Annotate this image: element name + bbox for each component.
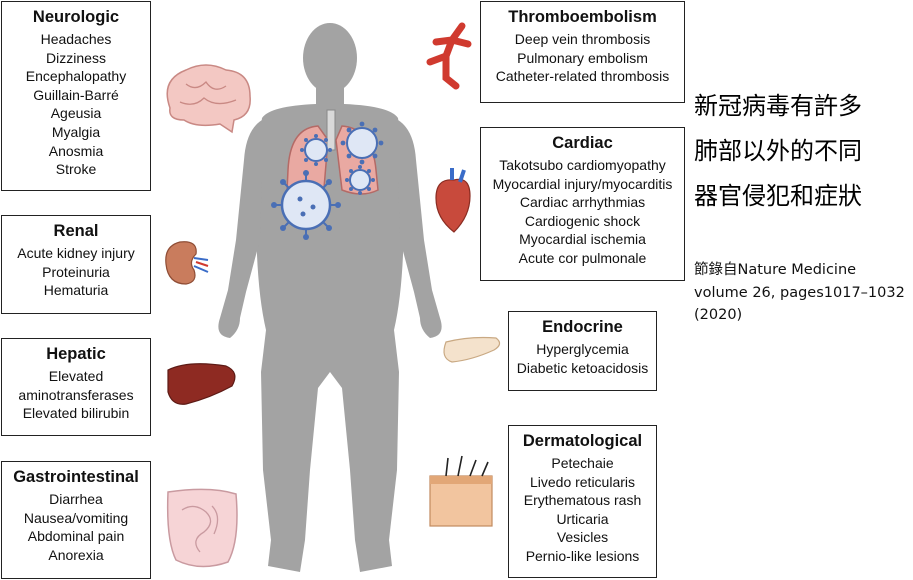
panel-title: Thromboembolism: [508, 8, 657, 26]
source-citation: 節錄自Nature Medicine volume 26, pages1017–…: [694, 259, 909, 327]
list-item: Cardiogenic shock: [524, 212, 641, 229]
source-line: volume 26, pages1017–1032: [694, 284, 905, 301]
symptom-list: Deep vein thrombosis Pulmonary embolism …: [481, 30, 684, 86]
panel-cardiac: Cardiac Takotsubo cardiomyopathy Myocard…: [480, 127, 685, 281]
list-item: Elevated: [48, 368, 104, 384]
list-item: Pulmonary embolism: [517, 49, 648, 66]
list-item: Erythematous rash: [523, 492, 642, 509]
list-item: Hyperglycemia: [536, 341, 629, 357]
list-item: Livedo reticularis: [529, 473, 636, 490]
panel-hepatic: Hepatic Elevated aminotransferases Eleva…: [1, 338, 151, 436]
panel-title: Neurologic: [32, 8, 120, 26]
panel-title: Gastrointestinal: [13, 468, 139, 486]
blood-vessel-icon: [426, 22, 472, 90]
panel-title: Endocrine: [542, 318, 623, 336]
symptom-list: Petechaie Livedo reticularis Erythematou…: [509, 454, 656, 566]
list-item: Acute kidney injury: [17, 245, 135, 261]
list-item: Anorexia: [48, 546, 104, 563]
list-item: Myocardial ischemia: [519, 231, 646, 248]
panel-gastrointestinal: Gastrointestinal Diarrhea Nausea/vomitin…: [1, 461, 151, 579]
list-item: Proteinuria: [42, 263, 110, 280]
brain-icon: [166, 64, 251, 134]
intestine-icon: [166, 488, 238, 568]
list-item: Urticaria: [556, 510, 609, 527]
list-item: Diabetic ketoacidosis: [516, 359, 649, 376]
panel-renal: Renal Acute kidney injury Proteinuria He…: [1, 215, 151, 314]
source-line: (2020): [694, 307, 743, 323]
symptom-list: Diarrhea Nausea/vomiting Abdominal pain …: [2, 490, 150, 564]
panel-thromboembolism: Thromboembolism Deep vein thrombosis Pul…: [480, 1, 685, 103]
list-item: Hematuria: [43, 282, 109, 299]
skin-icon: [429, 455, 493, 527]
symptom-list: Takotsubo cardiomyopathy Myocardial inju…: [481, 156, 684, 268]
chinese-heading: 新冠病毒有許多 肺部以外的不同 器官侵犯和症狀: [694, 84, 904, 219]
panel-title: Renal: [53, 222, 99, 240]
list-item: Myocardial injury/myocarditis: [492, 175, 673, 192]
symptom-list: Acute kidney injury Proteinuria Hematuri…: [2, 244, 150, 300]
liver-icon: [167, 363, 236, 405]
list-item: Takotsubo cardiomyopathy: [499, 157, 666, 173]
source-line: 節錄自Nature Medicine: [694, 262, 857, 278]
list-item: Petechaie: [551, 455, 614, 471]
list-item: Deep vein thrombosis: [514, 31, 651, 47]
list-item: Myalgia: [51, 123, 101, 140]
list-item: Cardiac arrhythmias: [519, 194, 646, 211]
list-item: Encephalopathy: [25, 68, 127, 85]
list-item: Guillain-Barré: [33, 86, 119, 103]
symptom-list: Hyperglycemia Diabetic ketoacidosis: [509, 340, 656, 377]
list-item: Ageusia: [50, 105, 102, 122]
list-item: Abdominal pain: [27, 528, 125, 545]
virus-small: [300, 134, 332, 166]
panel-neurologic: Neurologic Headaches Dizziness Encephalo…: [1, 1, 151, 191]
panel-title: Cardiac: [552, 134, 613, 152]
heart-icon: [435, 168, 471, 233]
panel-title: Dermatological: [522, 432, 643, 450]
list-item: Nausea/vomiting: [23, 509, 129, 526]
virus-large: [271, 170, 341, 240]
list-item: aminotransferases: [18, 386, 134, 403]
list-item: Stroke: [55, 161, 97, 178]
virus-small: [345, 165, 375, 195]
heading-line: 新冠病毒有許多: [694, 92, 862, 120]
list-item: Elevated bilirubin: [22, 405, 130, 422]
heading-line: 器官侵犯和症狀: [694, 182, 862, 210]
pancreas-icon: [443, 336, 501, 363]
list-item: Vesicles: [556, 529, 609, 546]
symptom-list: Elevated aminotransferases Elevated bili…: [2, 367, 150, 423]
virus-small: [340, 121, 384, 165]
list-item: Diarrhea: [49, 491, 103, 507]
symptom-list: Headaches Dizziness Encephalopathy Guill…: [2, 30, 150, 179]
list-item: Pernio-like lesions: [525, 547, 640, 564]
list-item: Anosmia: [48, 142, 104, 159]
list-item: Dizziness: [46, 49, 106, 66]
panel-endocrine: Endocrine Hyperglycemia Diabetic ketoaci…: [508, 311, 657, 391]
body-silhouette: [218, 23, 442, 572]
panel-title: Hepatic: [46, 345, 106, 363]
list-item: Headaches: [40, 31, 112, 47]
panel-dermatological: Dermatological Petechaie Livedo reticula…: [508, 425, 657, 578]
kidney-icon: [165, 241, 209, 285]
heading-line: 肺部以外的不同: [694, 137, 862, 165]
list-item: Catheter-related thrombosis: [495, 68, 670, 85]
list-item: Acute cor pulmonale: [518, 249, 647, 266]
